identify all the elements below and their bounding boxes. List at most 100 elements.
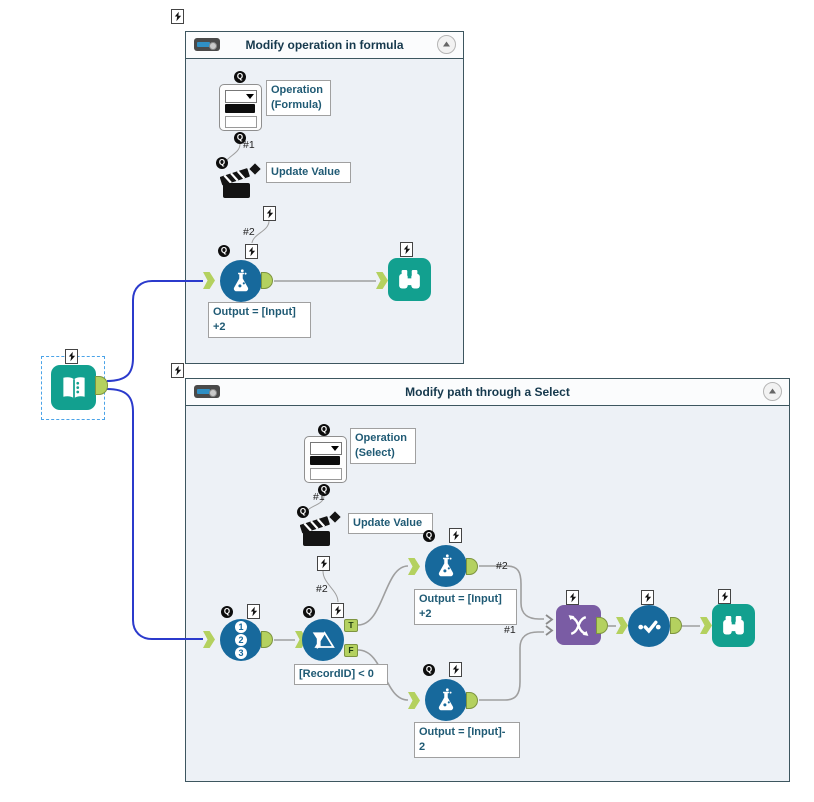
collapse-caret-icon xyxy=(769,388,776,394)
lightning-anchor[interactable] xyxy=(566,590,579,605)
output-anchor[interactable] xyxy=(670,617,682,634)
lightning-anchor[interactable] xyxy=(247,604,260,619)
toggle-bar xyxy=(197,389,210,394)
caret-down-icon xyxy=(331,446,339,451)
annotation-formula-expression[interactable]: Output = [Input] +2 xyxy=(414,589,517,625)
caret-down-icon xyxy=(246,94,254,99)
dots-check-icon xyxy=(637,620,661,633)
output-anchor[interactable] xyxy=(596,617,608,634)
record-id-tool[interactable]: 1 2 3 xyxy=(220,619,262,661)
filter-funnel-icon xyxy=(312,631,335,649)
digit-1: 1 xyxy=(235,621,247,633)
question-anchor[interactable]: Q xyxy=(423,530,435,542)
filter-tool[interactable] xyxy=(302,619,344,661)
input-anchor[interactable] xyxy=(408,558,420,575)
lightning-anchor[interactable] xyxy=(718,589,731,604)
record-id-icon: 1 2 3 xyxy=(235,621,247,660)
container-header[interactable]: Modify operation in formula xyxy=(186,32,463,59)
connection-label: #1 xyxy=(504,624,516,636)
annotation-update-value[interactable]: Update Value xyxy=(266,162,351,183)
annotation-filter-expression[interactable]: [RecordID] < 0 xyxy=(294,664,388,685)
flask-icon xyxy=(438,554,454,577)
action-tool[interactable] xyxy=(300,510,342,550)
input-anchor[interactable] xyxy=(700,617,712,634)
connection-label: #1 xyxy=(243,139,255,151)
output-anchor[interactable] xyxy=(261,272,273,289)
connection-label: #2 xyxy=(243,226,255,238)
macro-input-tool[interactable] xyxy=(51,365,96,410)
multi-input-anchor[interactable] xyxy=(544,613,555,638)
lightning-anchor[interactable] xyxy=(449,662,462,677)
input-anchor[interactable] xyxy=(408,692,420,709)
clapperboard-icon xyxy=(300,511,341,546)
question-anchor[interactable]: Q xyxy=(303,606,315,618)
output-anchor[interactable] xyxy=(466,692,478,709)
digit-3: 3 xyxy=(235,647,247,659)
dropdown-tool[interactable] xyxy=(304,436,347,483)
formula-tool[interactable] xyxy=(425,545,467,587)
binoculars-icon xyxy=(399,269,420,289)
question-anchor[interactable]: Q xyxy=(234,71,246,83)
action-tool[interactable] xyxy=(220,162,262,202)
false-anchor[interactable]: F xyxy=(344,644,358,657)
lightning-anchor[interactable] xyxy=(400,242,413,257)
lightning-anchor[interactable] xyxy=(641,590,654,605)
browse-tool[interactable] xyxy=(388,258,431,301)
digit-2: 2 xyxy=(235,634,247,646)
question-anchor[interactable]: Q xyxy=(221,606,233,618)
browse-tool[interactable] xyxy=(712,604,755,647)
connection-label: #2 xyxy=(496,560,508,572)
dna-union-icon xyxy=(568,614,589,636)
toggle-bar xyxy=(197,42,210,47)
dropdown-bar-icon xyxy=(225,104,255,113)
annotation-formula-expression[interactable]: Output = [Input]- 2 xyxy=(414,722,520,758)
input-anchor[interactable] xyxy=(203,272,215,289)
lightning-anchor[interactable] xyxy=(331,603,344,618)
output-anchor[interactable] xyxy=(466,558,478,575)
formula-tool[interactable] xyxy=(425,679,467,721)
output-anchor[interactable] xyxy=(261,631,273,648)
lightning-anchor[interactable] xyxy=(263,206,276,221)
input-anchor[interactable] xyxy=(376,272,388,289)
question-anchor[interactable]: Q xyxy=(297,506,309,518)
clapperboard-icon xyxy=(220,163,261,198)
dropdown-field-icon xyxy=(310,442,342,455)
annotation-formula-expression[interactable]: Output = [Input] +2 xyxy=(208,302,311,338)
formula-tool[interactable] xyxy=(220,260,262,302)
question-anchor[interactable]: Q xyxy=(216,157,228,169)
question-anchor[interactable]: Q xyxy=(318,424,330,436)
container-toggle-icon[interactable] xyxy=(194,385,220,398)
annotation-update-value[interactable]: Update Value xyxy=(348,513,433,534)
binoculars-icon xyxy=(723,615,744,635)
container-header[interactable]: Modify path through a Select xyxy=(186,379,789,406)
question-anchor[interactable]: Q xyxy=(318,484,330,496)
lightning-anchor[interactable] xyxy=(449,528,462,543)
unique-tool[interactable] xyxy=(628,605,670,647)
connection-label: #2 xyxy=(316,583,328,595)
toggle-knob xyxy=(209,388,217,397)
dropdown-row-icon xyxy=(310,468,342,480)
container-toggle-icon[interactable] xyxy=(194,38,220,51)
true-anchor[interactable]: T xyxy=(344,619,358,632)
lightning-indicator-icon xyxy=(171,9,184,24)
dropdown-tool[interactable] xyxy=(219,84,262,131)
annotation-operation-formula[interactable]: Operation (Formula) xyxy=(266,80,331,116)
lightning-anchor[interactable] xyxy=(317,556,330,571)
input-anchor[interactable] xyxy=(616,617,628,634)
input-anchor[interactable] xyxy=(203,631,215,648)
lightning-anchor[interactable] xyxy=(245,244,258,259)
union-tool[interactable] xyxy=(556,605,601,645)
dropdown-bar-icon xyxy=(310,456,340,465)
collapse-button[interactable] xyxy=(763,382,782,401)
collapse-button[interactable] xyxy=(437,35,456,54)
question-anchor[interactable]: Q xyxy=(218,245,230,257)
macro-input-output-anchor[interactable] xyxy=(95,376,108,395)
toggle-knob xyxy=(209,41,217,50)
question-anchor[interactable]: Q xyxy=(423,664,435,676)
dropdown-row-icon xyxy=(225,116,257,128)
annotation-operation-select[interactable]: Operation (Select) xyxy=(350,428,416,464)
question-anchor[interactable]: Q xyxy=(234,132,246,144)
collapse-caret-icon xyxy=(443,41,450,47)
container-modify-path: Modify path through a Select xyxy=(185,378,790,782)
